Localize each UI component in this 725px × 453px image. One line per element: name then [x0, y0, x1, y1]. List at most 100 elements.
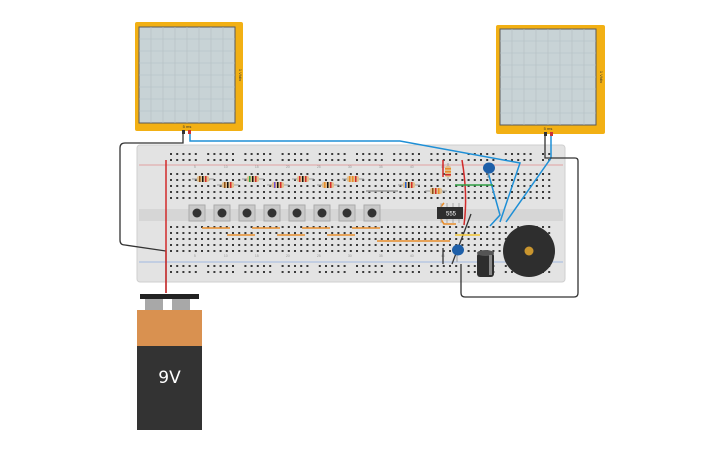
breadboard-hole[interactable]	[380, 197, 383, 199]
breadboard-hole[interactable]	[269, 197, 272, 199]
breadboard-hole[interactable]	[201, 238, 203, 240]
breadboard-hole[interactable]	[368, 173, 371, 175]
breadboard-hole[interactable]	[337, 185, 340, 187]
breadboard-hole[interactable]	[312, 179, 315, 181]
breadboard-hole[interactable]	[201, 226, 203, 228]
breadboard-hole[interactable]	[294, 250, 296, 252]
breadboard-hole[interactable]	[368, 244, 371, 246]
breadboard-hole[interactable]	[343, 197, 346, 199]
breadboard-hole[interactable]	[312, 232, 315, 234]
breadboard-hole[interactable]	[232, 179, 234, 181]
breadboard-hole[interactable]	[213, 173, 216, 175]
breadboard-hole[interactable]	[194, 173, 197, 175]
breadboard-hole[interactable]	[362, 191, 365, 193]
breadboard-hole[interactable]	[399, 265, 402, 267]
breadboard-hole[interactable]	[306, 197, 309, 199]
breadboard-hole[interactable]	[331, 179, 334, 181]
breadboard-hole[interactable]	[467, 159, 470, 161]
breadboard-hole[interactable]	[201, 191, 203, 193]
breadboard-hole[interactable]	[529, 179, 532, 181]
breadboard-hole[interactable]	[405, 232, 408, 234]
breadboard-hole[interactable]	[213, 226, 216, 228]
breadboard-hole[interactable]	[368, 232, 371, 234]
breadboard-hole[interactable]	[294, 185, 296, 187]
breadboard-hole[interactable]	[343, 250, 346, 252]
breadboard-hole[interactable]	[287, 197, 290, 199]
breadboard-hole[interactable]	[436, 159, 439, 161]
breadboard-hole[interactable]	[318, 232, 321, 234]
breadboard-hole[interactable]	[517, 159, 520, 161]
breadboard-hole[interactable]	[201, 185, 203, 187]
breadboard-hole[interactable]	[380, 159, 383, 161]
breadboard-hole[interactable]	[294, 173, 296, 175]
breadboard-hole[interactable]	[399, 197, 402, 199]
breadboard-hole[interactable]	[405, 244, 408, 246]
breadboard-hole[interactable]	[337, 265, 340, 267]
breadboard-hole[interactable]	[442, 238, 445, 240]
breadboard-hole[interactable]	[306, 159, 309, 161]
breadboard-hole[interactable]	[269, 232, 272, 234]
ceramic-capacitor-2[interactable]	[452, 244, 464, 263]
breadboard-hole[interactable]	[523, 197, 526, 199]
breadboard-hole[interactable]	[225, 271, 228, 273]
resistor[interactable]	[267, 182, 289, 188]
breadboard-hole[interactable]	[287, 153, 290, 155]
breadboard-hole[interactable]	[387, 185, 389, 187]
breadboard-hole[interactable]	[492, 159, 495, 161]
battery-9v[interactable]	[137, 294, 202, 430]
breadboard-hole[interactable]	[529, 173, 532, 175]
breadboard-hole[interactable]	[535, 185, 538, 187]
breadboard-hole[interactable]	[263, 185, 265, 187]
breadboard-hole[interactable]	[244, 244, 247, 246]
breadboard-hole[interactable]	[480, 153, 482, 155]
breadboard-hole[interactable]	[455, 238, 458, 240]
breadboard-hole[interactable]	[473, 185, 476, 187]
breadboard-hole[interactable]	[368, 265, 371, 267]
breadboard-hole[interactable]	[467, 191, 470, 193]
breadboard-hole[interactable]	[473, 250, 476, 252]
breadboard-hole[interactable]	[486, 185, 489, 187]
breadboard-hole[interactable]	[207, 159, 210, 161]
breadboard-hole[interactable]	[306, 226, 309, 228]
wire-blue-cap[interactable]	[487, 171, 501, 227]
breadboard-hole[interactable]	[380, 185, 383, 187]
breadboard-hole[interactable]	[225, 226, 228, 228]
breadboard-hole[interactable]	[337, 179, 340, 181]
breadboard-hole[interactable]	[325, 173, 327, 175]
breadboard-hole[interactable]	[201, 197, 203, 199]
breadboard-hole[interactable]	[449, 265, 451, 267]
breadboard-hole[interactable]	[436, 232, 439, 234]
breadboard-hole[interactable]	[312, 197, 315, 199]
breadboard-hole[interactable]	[362, 153, 365, 155]
breadboard-hole[interactable]	[399, 173, 402, 175]
breadboard-hole[interactable]	[418, 226, 420, 228]
breadboard-hole[interactable]	[287, 244, 290, 246]
breadboard-hole[interactable]	[380, 153, 383, 155]
timer-ic[interactable]: 555	[437, 203, 463, 223]
resistor[interactable]	[242, 176, 264, 182]
breadboard-hole[interactable]	[380, 250, 383, 252]
breadboard-hole[interactable]	[436, 271, 439, 273]
breadboard-hole[interactable]	[405, 271, 408, 273]
breadboard-hole[interactable]	[380, 173, 383, 175]
breadboard-hole[interactable]	[219, 179, 222, 181]
breadboard-hole[interactable]	[256, 191, 259, 193]
breadboard-hole[interactable]	[418, 191, 420, 193]
breadboard-hole[interactable]	[449, 226, 451, 228]
breadboard-hole[interactable]	[436, 265, 439, 267]
breadboard-hole[interactable]	[449, 232, 451, 234]
breadboard-hole[interactable]	[194, 185, 197, 187]
breadboard-hole[interactable]	[182, 226, 185, 228]
breadboard-hole[interactable]	[182, 265, 185, 267]
breadboard-hole[interactable]	[188, 271, 191, 273]
breadboard-hole[interactable]	[430, 271, 433, 273]
breadboard-hole[interactable]	[455, 232, 458, 234]
breadboard-hole[interactable]	[449, 159, 451, 161]
breadboard-hole[interactable]	[182, 238, 185, 240]
breadboard-hole[interactable]	[250, 232, 253, 234]
breadboard-hole[interactable]	[436, 173, 439, 175]
breadboard-hole[interactable]	[430, 232, 433, 234]
breadboard-hole[interactable]	[263, 179, 265, 181]
breadboard-hole[interactable]	[194, 232, 197, 234]
breadboard-hole[interactable]	[300, 191, 303, 193]
